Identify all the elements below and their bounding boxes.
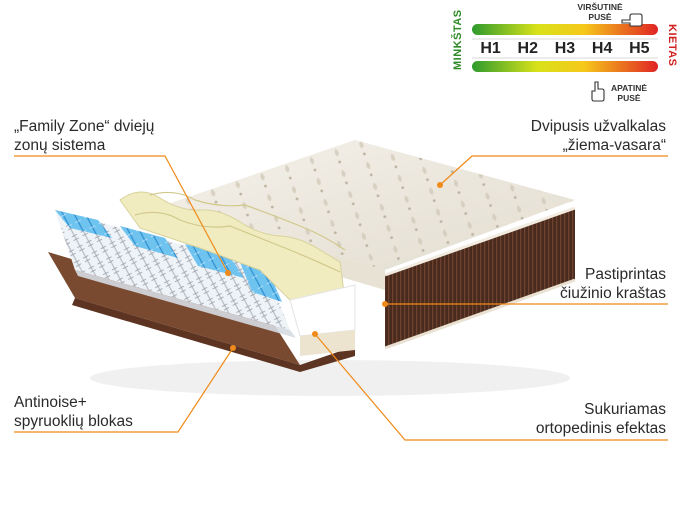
callout-edge: Pastiprintas čiužinio kraštas <box>560 266 666 302</box>
mattress-shadow <box>90 360 570 396</box>
callout-ortho: Sukuriamas ortopedinis efektas <box>535 401 666 437</box>
callout-family-zone: „Family Zone“ dviejų zonų sistema <box>14 118 155 154</box>
callout-dot-springs <box>230 345 236 351</box>
level-h2: H2 <box>517 40 538 57</box>
level-h1: H1 <box>480 40 501 57</box>
firmness-bar-top <box>472 24 658 35</box>
callout-dot-family-zone <box>225 270 231 276</box>
mattress-quilting <box>165 140 575 270</box>
hand-pointer-icon-top <box>621 13 643 27</box>
firmness-scale <box>472 24 658 72</box>
firmness-bar-bottom <box>472 61 658 72</box>
hard-label: KIETAS <box>666 24 678 67</box>
level-h3: H3 <box>554 40 576 57</box>
callout-dot-cover <box>437 182 443 188</box>
level-h5: H5 <box>629 40 650 57</box>
top-side-label: VIRŠUTINĖ PUSĖ <box>577 2 623 22</box>
callout-dot-edge <box>382 301 388 307</box>
callout-dot-ortho <box>312 331 318 337</box>
foam-layer <box>119 191 346 331</box>
callout-springs: Antinoise+ spyruoklių blokas <box>14 394 133 430</box>
callout-lines <box>14 155 668 441</box>
spring-block <box>55 210 290 330</box>
firmness-levels: H1 H2 H3 H4 H5 <box>472 39 658 59</box>
soft-label: MINKŠTAS <box>452 9 464 70</box>
level-h4: H4 <box>591 40 613 57</box>
bottom-side-label: APATINĖ PUSĖ <box>610 83 648 103</box>
mattress-side-border <box>385 208 575 348</box>
callout-cover: Dvipusis užvalkalas „žiema-vasara“ <box>530 118 666 154</box>
hand-pointer-icon-bottom <box>591 81 605 102</box>
